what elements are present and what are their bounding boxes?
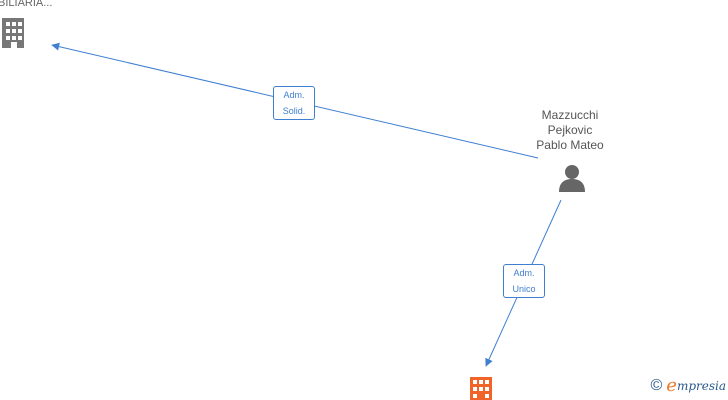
copyright-icon: © bbox=[650, 376, 663, 394]
empresia-watermark: © e mpresia bbox=[650, 375, 726, 396]
company-top-label: BILIARIA... bbox=[0, 0, 53, 9]
edge-label-adm-unico[interactable]: Adm. Unico bbox=[503, 264, 545, 298]
brand-initial: e bbox=[666, 375, 677, 396]
person-name-line: Pejkovic bbox=[547, 123, 593, 137]
brand-name: mpresia bbox=[676, 378, 726, 393]
edge-label-line: Adm. bbox=[283, 90, 305, 100]
edge-label-line: Unico bbox=[512, 284, 536, 294]
person-name-line: Mazzucchi bbox=[541, 108, 599, 122]
building-icon-highlighted[interactable] bbox=[469, 376, 493, 400]
edge-label-line: Solid. bbox=[282, 106, 306, 116]
edge-label-adm-solid[interactable]: Adm. Solid. bbox=[273, 86, 315, 120]
person-name[interactable]: Mazzucchi Pejkovic Pablo Mateo bbox=[530, 108, 610, 153]
person-name-line: Pablo Mateo bbox=[536, 138, 604, 152]
edge-label-line: Adm. bbox=[513, 268, 535, 278]
building-icon[interactable] bbox=[0, 16, 28, 50]
person-icon[interactable] bbox=[557, 162, 587, 194]
